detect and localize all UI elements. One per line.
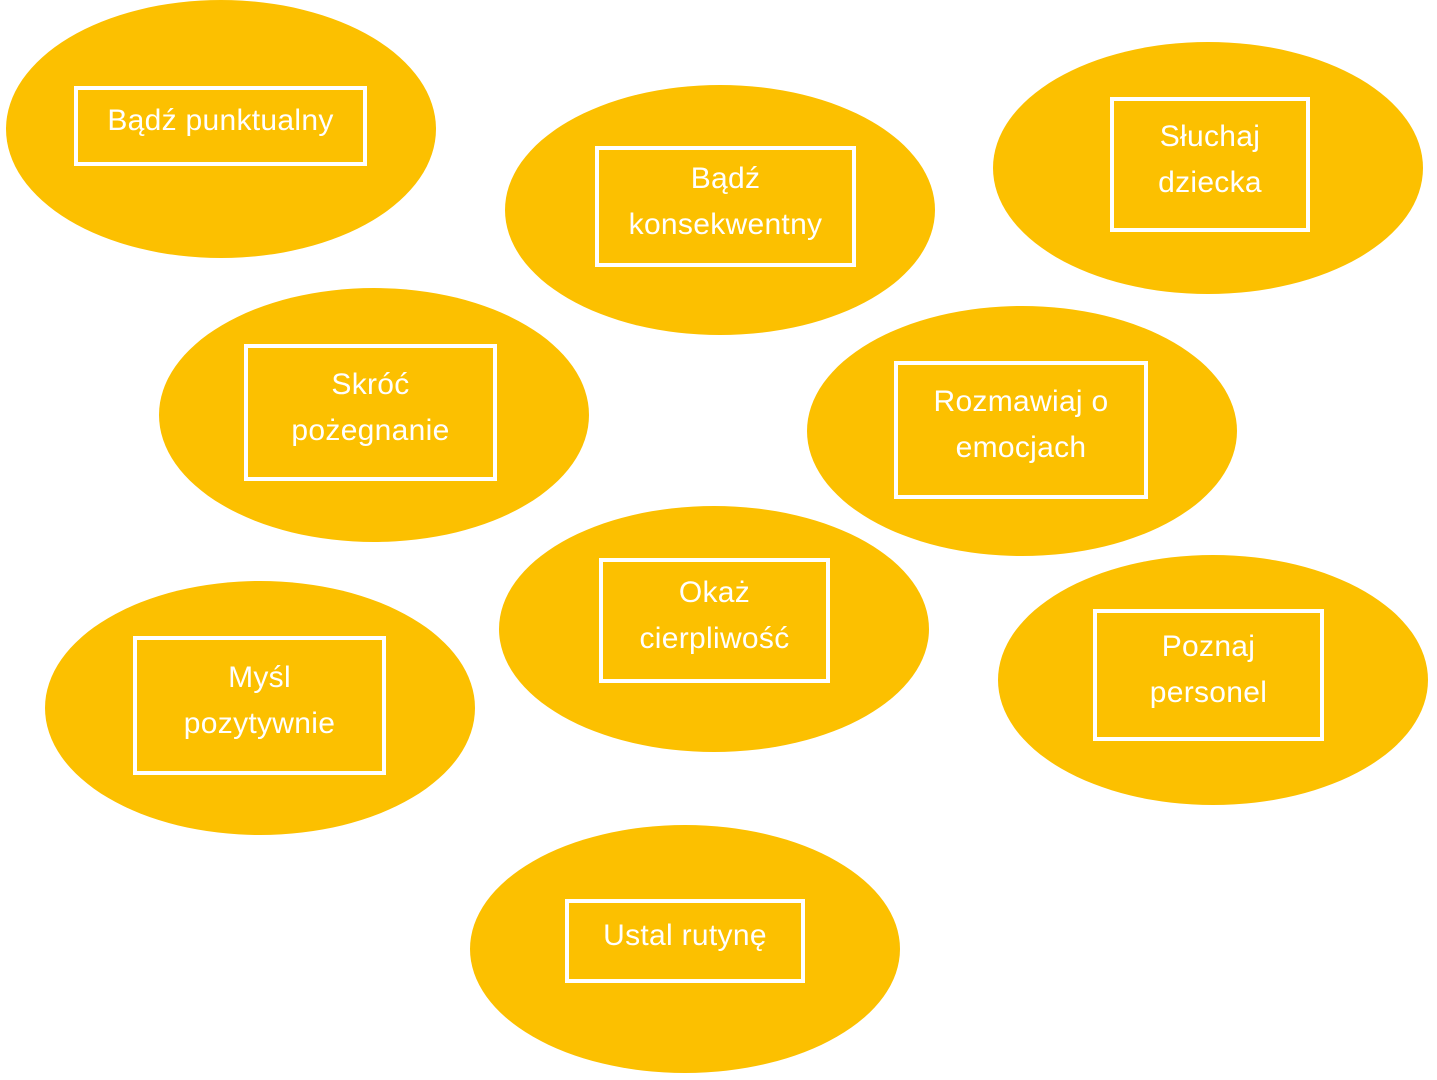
box-node-consistent: Bądź konsekwentny	[595, 146, 856, 267]
ellipse-node-routine	[470, 825, 900, 1073]
box-node-shorten-goodbye: Skróć pożegnanie	[244, 344, 497, 481]
ellipse-node-think-positive	[45, 581, 475, 835]
ellipse-node-consistent	[505, 85, 935, 335]
ellipse-node-meet-staff	[998, 555, 1428, 805]
ellipse-node-listen	[993, 42, 1423, 294]
node-label-consistent: Bądź konsekwentny	[628, 161, 823, 241]
ellipse-node-shorten-goodbye	[159, 288, 589, 542]
box-node-punctual: Bądź punktualny	[74, 86, 367, 166]
node-label-think-positive: Myśl pozytywnie	[183, 660, 336, 740]
node-label-meet-staff: Poznaj personel	[1149, 630, 1268, 709]
node-label-shorten-goodbye: Skróć pożegnanie	[291, 367, 450, 447]
node-label-talk-emotions: Rozmawiaj o emocjach	[933, 385, 1109, 464]
box-node-think-positive: Myśl pozytywnie	[133, 636, 386, 775]
box-node-routine: Ustal rutynę	[565, 899, 805, 983]
box-node-meet-staff: Poznaj personel	[1093, 609, 1324, 741]
node-label-listen: Słuchaj dziecka	[1158, 119, 1262, 199]
box-node-patience: Okaż cierpliwość	[599, 558, 830, 683]
node-label-routine: Ustal rutynę	[603, 919, 767, 952]
ellipse-node-talk-emotions	[807, 306, 1237, 556]
node-label-patience: Okaż cierpliwość	[639, 575, 790, 655]
box-node-listen: Słuchaj dziecka	[1110, 97, 1310, 232]
ellipse-node-patience	[499, 506, 929, 752]
node-label-punctual: Bądź punktualny	[107, 104, 334, 137]
box-node-talk-emotions: Rozmawiaj o emocjach	[894, 361, 1148, 499]
